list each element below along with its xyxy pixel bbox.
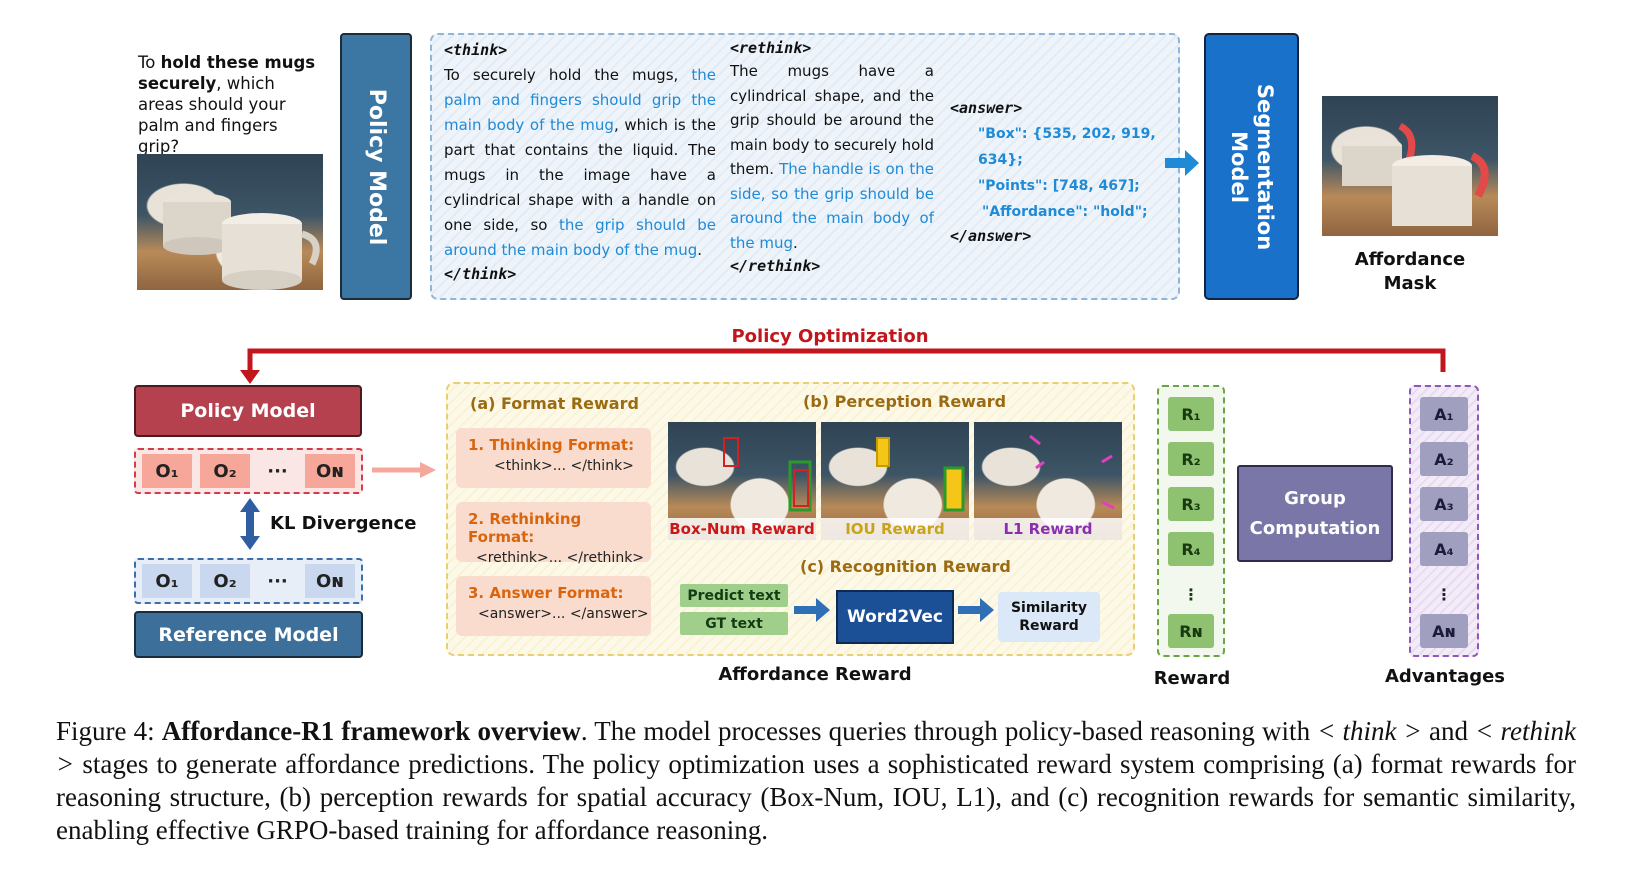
gt-text-box: GT text: [680, 612, 788, 635]
l1-arrows: [1029, 434, 1115, 510]
arrow-to-segmentation: [1165, 150, 1199, 176]
advantages-column: A₁ A₂ A₃ A₄ ⋮ Aɴ: [1409, 385, 1479, 657]
l1-reward-image: L1 Reward: [974, 422, 1122, 540]
reference-model: Reference Model: [134, 611, 363, 658]
group-computation-box: Group Computation: [1237, 465, 1393, 562]
output-ellipsis: ···: [267, 570, 288, 592]
iou-reward-label: IOU Reward: [821, 518, 969, 540]
arrow-to-similarity: [958, 598, 994, 622]
output-cell: O₂: [200, 564, 250, 598]
reward-label: Reward: [1153, 668, 1231, 689]
reward-ellipsis: ⋮: [1183, 584, 1199, 604]
advantage-ellipsis: ⋮: [1436, 584, 1452, 604]
affordance-reward-label: Affordance Reward: [718, 664, 912, 685]
predict-text-box: Predict text: [680, 584, 788, 607]
output-cell: O₁: [142, 454, 192, 488]
figure-caption: Figure 4: Affordance-R1 framework overvi…: [56, 716, 1577, 845]
format-reward-title: (a) Format Reward: [470, 394, 639, 413]
iou-reward-image: IOU Reward: [821, 422, 969, 540]
output-cell: Oɴ: [305, 564, 355, 598]
policy-model-bottom: Policy Model: [134, 385, 362, 437]
advantage-cell: Aɴ: [1420, 614, 1468, 648]
advantage-cell: A₃: [1420, 487, 1468, 521]
reward-cell: R₃: [1168, 487, 1214, 521]
l1-reward-label: L1 Reward: [974, 518, 1122, 540]
advantages-label: Advantages: [1384, 666, 1506, 687]
format-item-answer: 3. Answer Format: <answer>... </answer>: [456, 576, 651, 636]
similarity-reward-box: Similarity Reward: [998, 592, 1100, 642]
advantage-cell: A₂: [1420, 442, 1468, 476]
mask-illustration: [1342, 122, 1489, 226]
think-block: <think> To securely hold the mugs, the p…: [444, 41, 716, 283]
policy-optimization-label: Policy Optimization: [731, 326, 929, 347]
kl-divergence-label: KL Divergence: [270, 513, 417, 534]
reasoning-output-panel: <think> To securely hold the mugs, the p…: [430, 33, 1180, 300]
affordance-reward-panel: (a) Format Reward 1. Thinking Format: <t…: [446, 382, 1135, 656]
output-cell: O₁: [142, 564, 192, 598]
word2vec-box: Word2Vec: [836, 590, 954, 644]
reward-cell: Rɴ: [1168, 614, 1214, 648]
arrow-to-word2vec: [794, 598, 830, 622]
policy-outputs: O₁ O₂ ··· Oɴ: [134, 448, 363, 494]
box-num-reward-image: Box-Num Reward: [668, 422, 816, 540]
question-text: To hold these mugs securely, which areas…: [138, 53, 316, 156]
reference-outputs: O₁ O₂ ··· Oɴ: [134, 558, 363, 604]
output-cell: O₂: [200, 454, 250, 488]
segmentation-model-box: Segmentation Model: [1204, 33, 1299, 300]
reward-cell: R₄: [1168, 532, 1214, 566]
answer-block: <answer> "Box": {535, 202, 919, 634}; "P…: [950, 99, 1156, 245]
input-mug-image: [137, 154, 323, 290]
format-item-rethinking: 2. Rethinking Format: <rethink>... </ret…: [456, 502, 651, 566]
format-item-thinking: 1. Thinking Format: <think>... </think>: [456, 428, 651, 488]
box-num-boxes: [723, 437, 812, 512]
reward-column: R₁ R₂ R₃ R₄ ⋮ Rɴ: [1157, 385, 1225, 657]
reward-cell: R₂: [1168, 442, 1214, 476]
affordance-mask-label: Affordance Mask: [1354, 249, 1466, 294]
box-num-reward-label: Box-Num Reward: [668, 518, 816, 540]
recognition-reward-title: (c) Recognition Reward: [800, 557, 1011, 576]
rethink-block: <rethink> The mugs have a cylindrical sh…: [730, 39, 934, 275]
output-ellipsis: ···: [267, 460, 288, 482]
iou-boxes: [876, 437, 965, 512]
perception-reward-title: (b) Perception Reward: [803, 392, 1007, 411]
mug-illustration: [163, 193, 320, 290]
output-cell: Oɴ: [305, 454, 355, 488]
affordance-mask-image: [1322, 96, 1498, 236]
advantage-cell: A₁: [1420, 397, 1468, 431]
advantage-cell: A₄: [1420, 532, 1468, 566]
policy-model-box: Policy Model: [340, 33, 412, 300]
reward-cell: R₁: [1168, 397, 1214, 431]
